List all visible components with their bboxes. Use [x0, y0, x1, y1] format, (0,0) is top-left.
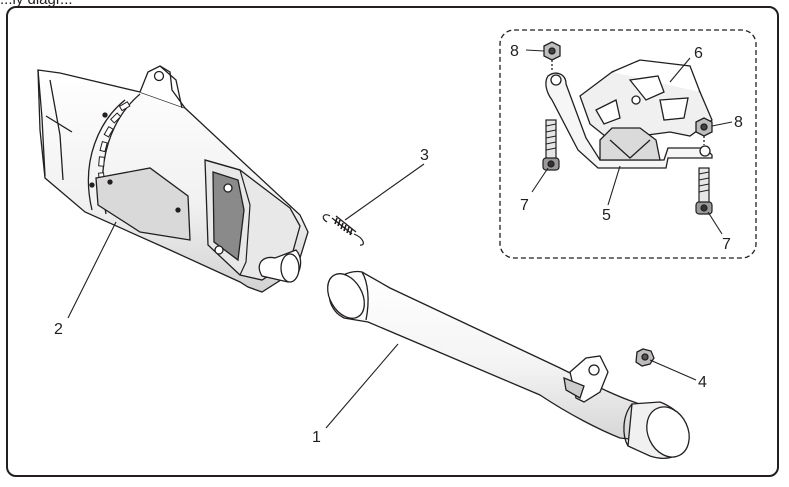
clamp-part-5: [545, 72, 713, 169]
leader-lines: [67, 49, 733, 429]
callout-4: 4: [698, 374, 707, 391]
bracket-part-6: [579, 59, 713, 141]
detail-inset: [499, 29, 757, 259]
callout-7-left: 7: [520, 197, 529, 214]
callout-8-right: 8: [734, 114, 743, 131]
callout-3: 3: [420, 147, 429, 164]
nut-part-4: [635, 348, 655, 367]
callout-7-right: 7: [722, 236, 731, 253]
link-pipe-part-1: [327, 270, 690, 459]
nut-part-8-left: [543, 41, 561, 72]
nut-part-8-right: [695, 117, 713, 145]
bolt-part-7-right: [695, 167, 713, 215]
callout-6: 6: [694, 45, 703, 62]
header-fragment: ...ly diagr...: [0, 0, 73, 8]
callout-1: 1: [312, 429, 321, 446]
callout-8-left: 8: [510, 43, 519, 60]
callout-5: 5: [602, 207, 611, 224]
muffler-part-2: [37, 65, 309, 293]
spring-part-3: [322, 214, 364, 246]
callout-2: 2: [54, 321, 63, 338]
bolt-part-7-left: [542, 119, 560, 171]
